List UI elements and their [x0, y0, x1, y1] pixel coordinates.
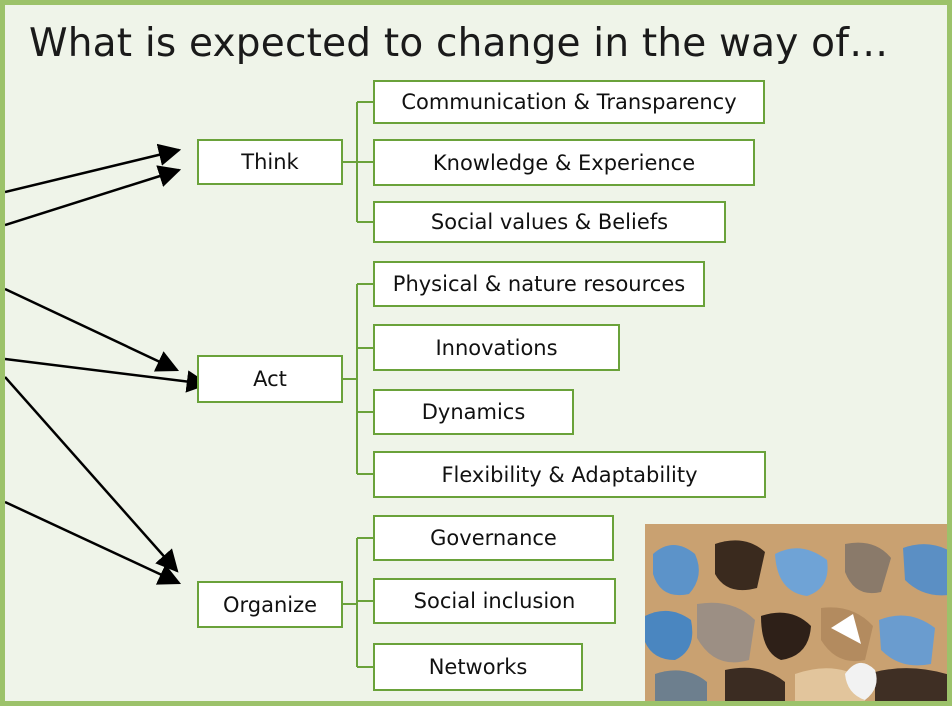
arrow-to-think-2	[5, 165, 182, 227]
puzzle-photo	[645, 524, 947, 701]
node-act: Act	[197, 355, 343, 403]
node-flexibility-adaptability: Flexibility & Adaptability	[373, 451, 766, 498]
puzzle-pieces-graphic	[645, 524, 947, 701]
arrow-to-organize-1	[5, 376, 179, 573]
node-knowledge-experience: Knowledge & Experience	[373, 139, 755, 186]
arrow-to-act-2	[5, 357, 210, 393]
node-organize: Organize	[197, 581, 343, 628]
node-governance: Governance	[373, 515, 614, 561]
think-bracket	[343, 101, 373, 223]
node-communication-transparency: Communication & Transparency	[373, 80, 765, 124]
node-social-values-beliefs: Social values & Beliefs	[373, 201, 726, 243]
node-physical-nature-resources: Physical & nature resources	[373, 261, 705, 307]
connector-layer	[5, 101, 373, 668]
page-title: What is expected to change in the way of…	[29, 21, 889, 66]
node-networks: Networks	[373, 643, 583, 691]
node-social-inclusion: Social inclusion	[373, 578, 616, 624]
organize-bracket	[343, 537, 373, 668]
arrow-to-think-1	[5, 143, 182, 194]
act-bracket	[343, 283, 373, 475]
arrow-to-act-1	[5, 287, 180, 372]
node-think: Think	[197, 139, 343, 185]
node-dynamics: Dynamics	[373, 389, 574, 435]
node-innovations: Innovations	[373, 324, 620, 371]
arrow-to-organize-2	[5, 500, 182, 585]
